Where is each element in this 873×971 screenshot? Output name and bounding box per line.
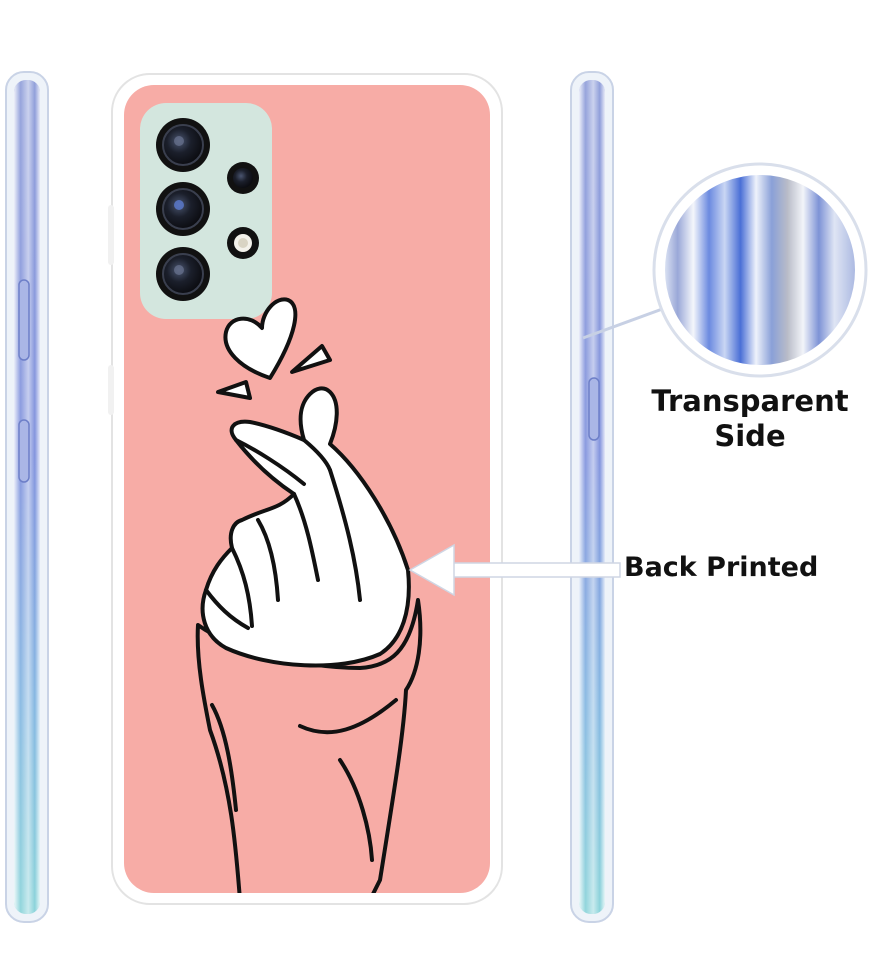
transparent-side-label: Transparent Side (640, 384, 860, 454)
back-printed-label: Back Printed (624, 552, 819, 583)
finger-heart-artwork (195, 297, 423, 893)
case-back (108, 73, 503, 905)
transparent-side-line2: Side (714, 418, 786, 453)
transparent-side-zoom (582, 162, 868, 378)
transparent-side-line1: Transparent (651, 384, 849, 418)
left-side-frame (5, 71, 49, 923)
camera-module (140, 103, 272, 319)
back-printed-arrow (408, 543, 621, 597)
right-side-frame (570, 71, 614, 923)
